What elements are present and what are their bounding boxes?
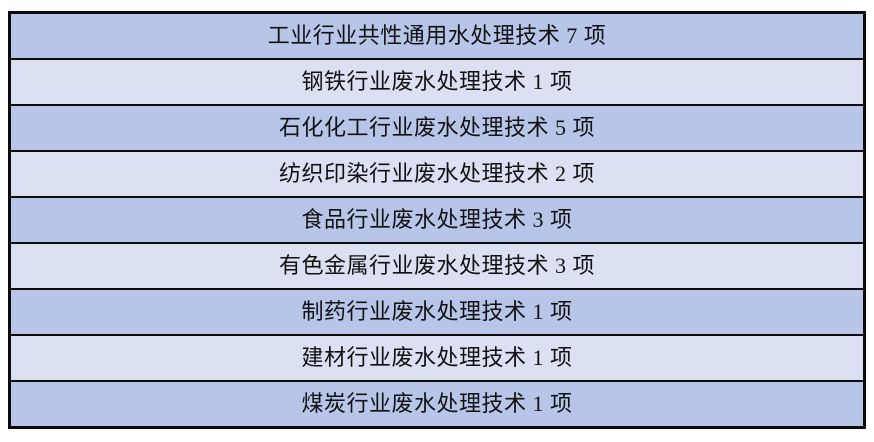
table-cell-industry-technology: 工业行业共性通用水处理技术 7 项 (8, 11, 866, 60)
table-row: 钢铁行业废水处理技术 1 项 (8, 58, 866, 106)
table-cell-industry-technology: 食品行业废水处理技术 3 项 (8, 196, 866, 244)
table-row: 工业行业共性通用水处理技术 7 项 (8, 11, 866, 60)
table-row: 石化化工行业废水处理技术 5 项 (8, 104, 866, 152)
table-row: 煤炭行业废水处理技术 1 项 (8, 380, 866, 429)
table-cell-industry-technology: 纺织印染行业废水处理技术 2 项 (8, 150, 866, 198)
table-row: 纺织印染行业废水处理技术 2 项 (8, 150, 866, 198)
table-cell-industry-technology: 制药行业废水处理技术 1 项 (8, 288, 866, 336)
table-cell-industry-technology: 建材行业废水处理技术 1 项 (8, 334, 866, 382)
table-cell-industry-technology: 有色金属行业废水处理技术 3 项 (8, 242, 866, 290)
table-body: 工业行业共性通用水处理技术 7 项 钢铁行业废水处理技术 1 项 石化化工行业废… (8, 11, 866, 429)
table-row: 食品行业废水处理技术 3 项 (8, 196, 866, 244)
table-row: 制药行业废水处理技术 1 项 (8, 288, 866, 336)
table-container: 工业行业共性通用水处理技术 7 项 钢铁行业废水处理技术 1 项 石化化工行业废… (8, 11, 866, 429)
table-cell-industry-technology: 煤炭行业废水处理技术 1 项 (8, 380, 866, 429)
table-row: 建材行业废水处理技术 1 项 (8, 334, 866, 382)
table-cell-industry-technology: 钢铁行业废水处理技术 1 项 (8, 58, 866, 106)
table-cell-industry-technology: 石化化工行业废水处理技术 5 项 (8, 104, 866, 152)
industry-technology-table: 工业行业共性通用水处理技术 7 项 钢铁行业废水处理技术 1 项 石化化工行业废… (8, 11, 866, 429)
table-row: 有色金属行业废水处理技术 3 项 (8, 242, 866, 290)
